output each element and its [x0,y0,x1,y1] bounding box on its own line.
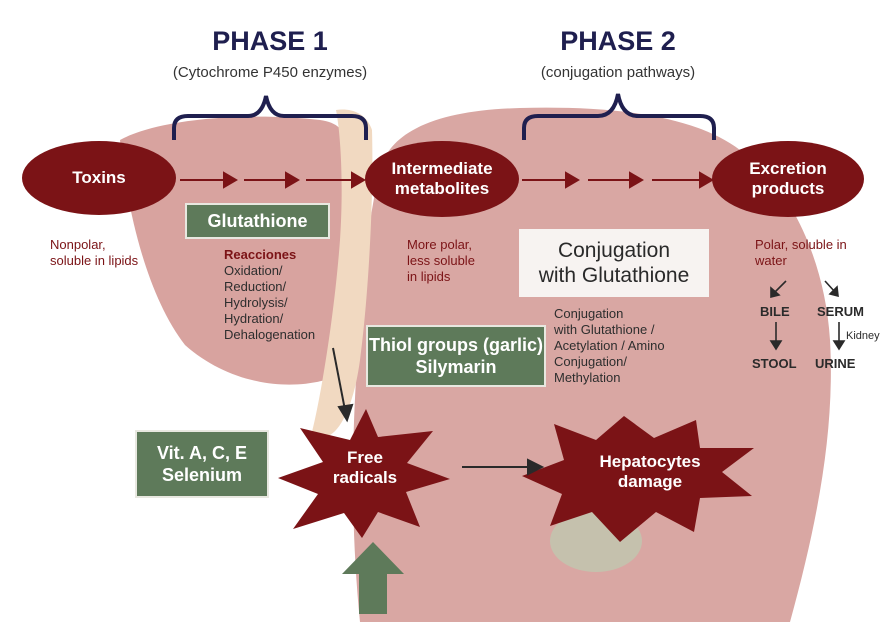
excretion-label-line1: Excretion [749,159,827,178]
toxins-node: Toxins [22,141,176,215]
glutathione-box: Glutathione [185,203,330,239]
vitamins-selenium-box: Vit. A, C, E Selenium [135,430,269,498]
conjugation-box-line1: Conjugation [557,239,671,262]
hepatocytes-line1: Hepatocytes [599,452,701,471]
reaction-item: Reduction/ [224,279,287,294]
dark-arrows [332,347,545,476]
conj-item: Methylation [554,370,621,385]
vitamins-line1: Vit. A, C, E [156,443,248,463]
excretion-label-line2: products [751,179,825,198]
conj-item: with Glutathione / [554,322,655,337]
conjugation-box-line2: with Glutathione [538,264,690,287]
thiol-silymarin-box: Thiol groups (garlic) Silymarin [366,325,546,387]
phase1-arrows [180,171,366,189]
free-radicals-star [278,409,450,538]
reaction-item: Oxidation/ [224,263,283,278]
excretion-arrows [769,280,846,351]
phase1-title: PHASE 1 [212,26,328,56]
thiol-line1: Thiol groups (garlic) [369,335,543,355]
thiol-line2: Silymarin [415,357,497,377]
hepatocytes-line2: damage [617,472,683,491]
nonpolar-note: Nonpolar, soluble in lipids [50,237,138,269]
phase1-brace [172,95,368,140]
conj-item: Acetylation / Amino [554,338,665,353]
phase2-subtitle: (conjugation pathways) [540,64,696,81]
liver-ligament [312,109,373,438]
stool-label: STOOL [752,356,797,371]
free-radicals-line1: Free [347,448,383,467]
phase2-title: PHASE 2 [560,26,676,56]
nonpolar-line1: Nonpolar, [50,237,106,252]
free-radicals-label: Free radicals [322,448,408,488]
polar-line2: water [755,253,787,268]
intermediate-label-line2: metabolites [394,179,490,198]
more-polar-note: More polar, less soluble in lipids [407,237,475,285]
intermediate-label-line1: Intermediate [391,159,493,178]
vitamins-line2: Selenium [161,465,243,485]
more-polar-line1: More polar, [407,237,473,252]
intermediate-metabolites-node: Intermediate metabolites [365,141,519,217]
reaction-item: Hydration/ [224,311,284,326]
polar-line1: Polar, soluble in [755,237,847,252]
polar-note: Polar, soluble in water [755,237,847,269]
conj-item: Conjugation [554,306,624,321]
phase2-arrows [522,171,714,189]
excretion-products-node: Excretion products [712,141,864,217]
toxins-label: Toxins [72,168,126,187]
phase1-subtitle: (Cytochrome P450 enzymes) [172,64,368,81]
conjugation-glutathione-box: Conjugation with Glutathione [519,229,709,297]
reaction-item: Hydrolysis/ [224,295,288,310]
nonpolar-line2: soluble in lipids [50,253,139,268]
conjugation-list: Conjugation with Glutathione / Acetylati… [554,306,665,386]
kidney-label: Kidney [846,330,880,342]
reactions-title: Reacciones [224,247,297,262]
conj-item: Conjugation/ [554,354,627,369]
green-up-arrow [342,542,404,614]
more-polar-line2: less soluble [407,253,475,268]
more-polar-line3: in lipids [407,269,451,284]
reaction-item: Dehalogenation [224,327,316,342]
glutathione-label: Glutathione [207,211,308,231]
phase2-brace [522,93,716,140]
hepatocytes-damage-label: Hepatocytes damage [590,452,710,492]
bile-label: BILE [760,304,790,319]
free-radicals-line2: radicals [332,468,398,487]
reactions-list: Oxidation/ Reduction/ Hydrolysis/ Hydrat… [224,263,315,343]
urine-label: URINE [815,356,856,371]
hepatocytes-star [522,416,754,542]
serum-label: SERUM [817,304,864,319]
